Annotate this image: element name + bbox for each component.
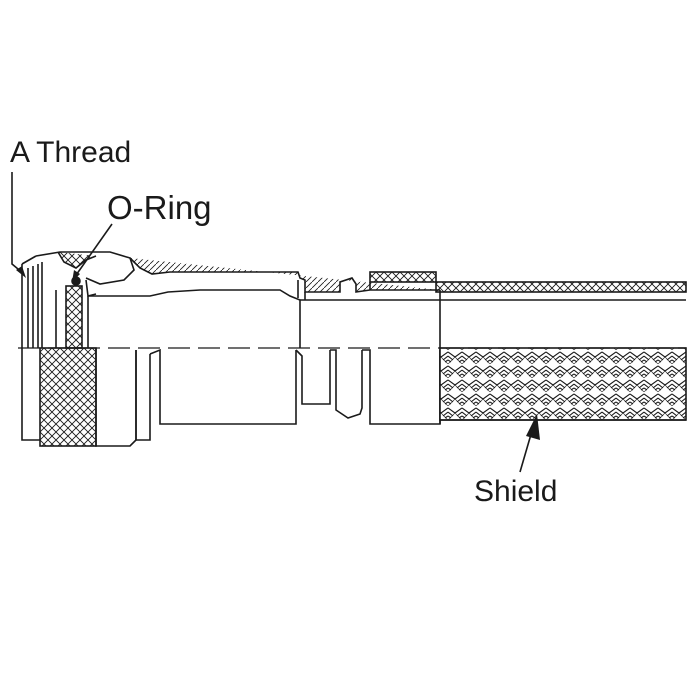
oring-callout: O-Ring	[107, 189, 212, 226]
thread-callout: A Thread	[10, 136, 132, 169]
body-lower	[135, 290, 441, 441]
o-ring-area	[55, 251, 97, 349]
cable-shield-braid	[439, 347, 687, 421]
cable	[435, 281, 687, 421]
body-section	[85, 257, 440, 348]
thread-arrow	[16, 266, 26, 278]
oring-arrow	[72, 270, 80, 282]
shield-arrow	[526, 414, 540, 440]
coupling-nut	[21, 251, 137, 447]
cable-shield-top	[435, 281, 687, 293]
knurl-band	[39, 347, 97, 447]
ferrule	[369, 271, 437, 290]
shield-callout: Shield	[474, 475, 558, 508]
